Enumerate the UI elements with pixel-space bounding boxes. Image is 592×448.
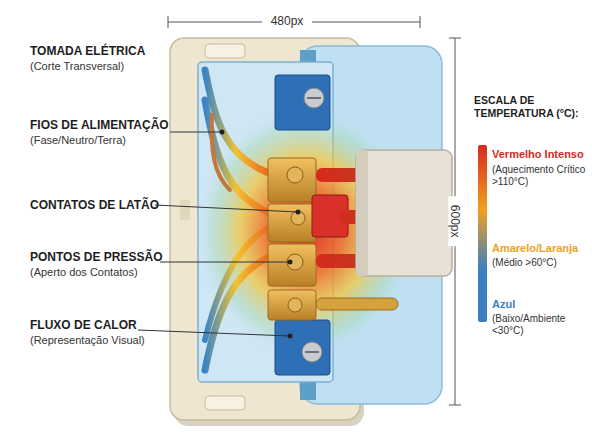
callout-title: PONTOS DE PRESSÃO	[30, 250, 162, 264]
brass-contact	[268, 204, 316, 242]
callout-title: TOMADA ELÉTRICA	[30, 44, 145, 58]
legend-swatch	[478, 210, 487, 270]
leader-lines	[138, 132, 298, 336]
screw-slot	[305, 351, 319, 353]
mounting-tab	[205, 44, 245, 58]
brass-contact	[268, 244, 316, 286]
dimension-tick	[168, 16, 169, 28]
leader-dots	[220, 130, 301, 339]
legend-title: ESCALA DE TEMPERATURA (°C):	[474, 94, 590, 119]
screw	[287, 167, 303, 183]
leader-dot	[220, 130, 225, 135]
dimension-label: 600px	[448, 196, 462, 246]
legend-label: Azul	[492, 298, 515, 311]
plug-body	[356, 150, 452, 276]
legend-note: (Médio >60°C)	[492, 257, 588, 269]
legend-swatch	[478, 145, 487, 210]
dimension-label: 480px	[262, 14, 312, 28]
screw	[304, 88, 324, 108]
dimension-tick	[420, 16, 421, 28]
screw	[288, 298, 302, 312]
wire	[205, 100, 275, 215]
legend-label: Vermelho Intenso	[492, 148, 584, 161]
brass-contact	[268, 158, 316, 202]
wire	[205, 225, 275, 340]
leader-dot	[288, 260, 293, 265]
power-wires	[205, 70, 275, 370]
dimension-line	[455, 246, 456, 405]
legend-note: (Aquecimento Crítico >110°C)	[492, 164, 588, 188]
callout-subtitle: (Representação Visual)	[30, 334, 145, 347]
leader-dot	[296, 210, 301, 215]
terminal-block	[275, 75, 330, 130]
mounting-tab	[205, 396, 245, 410]
dimension-line	[168, 22, 262, 23]
screw	[302, 342, 322, 362]
callout-subtitle: (Fase/Neutro/Terra)	[30, 134, 126, 147]
leader-dot	[288, 334, 293, 339]
callout-subtitle: (Corte Transversal)	[30, 60, 124, 73]
callout-subtitle: (Aperto dos Contatos)	[30, 266, 138, 279]
screw-slot	[307, 97, 321, 99]
callout-title: FIOS DE ALIMENTAÇÃO	[30, 118, 169, 132]
leader-line	[138, 330, 290, 336]
leader-line	[155, 205, 298, 212]
brass-contact	[268, 290, 316, 320]
callout-title: FLUXO DE CALOR	[30, 318, 137, 332]
terminal-block	[275, 320, 330, 375]
callout-title: CONTATOS DE LATÃO	[30, 198, 159, 212]
legend-swatch	[478, 270, 487, 322]
leader-line	[170, 132, 222, 133]
dimension-line	[312, 22, 420, 23]
leader-line	[160, 262, 290, 263]
legend-note: (Baixo/Ambiente <30°C)	[492, 313, 588, 337]
dimension-tick	[449, 38, 461, 39]
dimension-lines	[168, 16, 461, 405]
ground-pin	[316, 298, 398, 310]
dimension-tick	[449, 405, 461, 406]
copper-wire	[212, 115, 230, 190]
plate-notch	[180, 200, 190, 220]
plug-face	[356, 150, 368, 276]
legend-label: Amarelo/Laranja	[492, 242, 578, 255]
screw	[287, 254, 303, 270]
dimension-line	[455, 38, 456, 198]
